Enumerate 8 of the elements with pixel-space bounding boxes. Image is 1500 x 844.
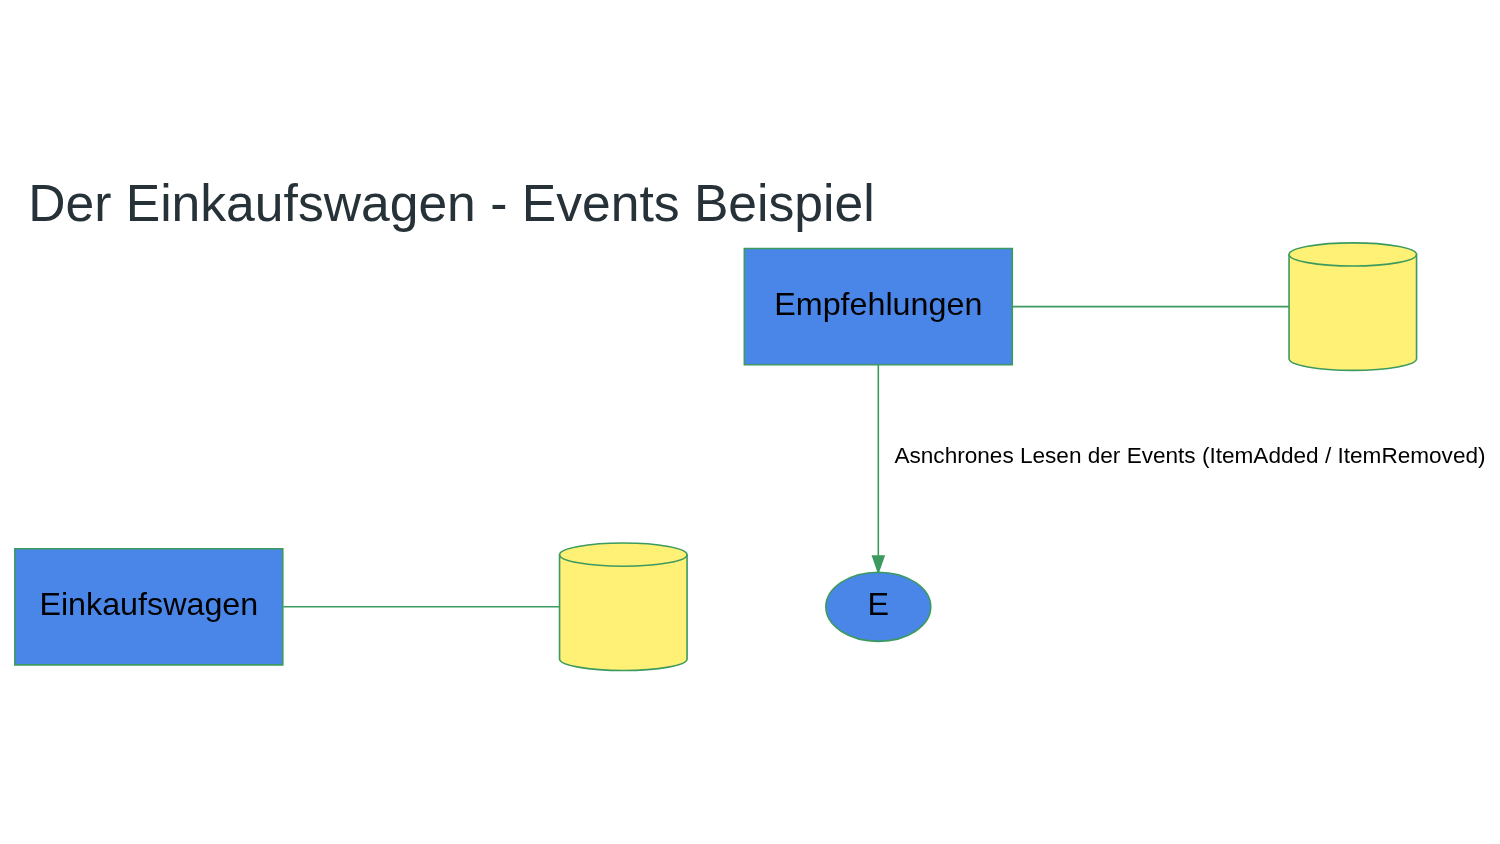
- diagram-title: Der Einkaufswagen - Events Beispiel: [28, 174, 875, 233]
- connector: [282, 606, 561, 608]
- node-box: Empfehlungen: [743, 247, 1014, 366]
- arrow: [871, 363, 886, 575]
- edge-label: Asnchrones Lesen der Events (ItemAdded / ItemRemoved): [894, 443, 1486, 469]
- node-box: Einkaufswagen: [14, 547, 284, 666]
- connector: [1011, 305, 1290, 308]
- node-ellipse: E: [825, 571, 932, 643]
